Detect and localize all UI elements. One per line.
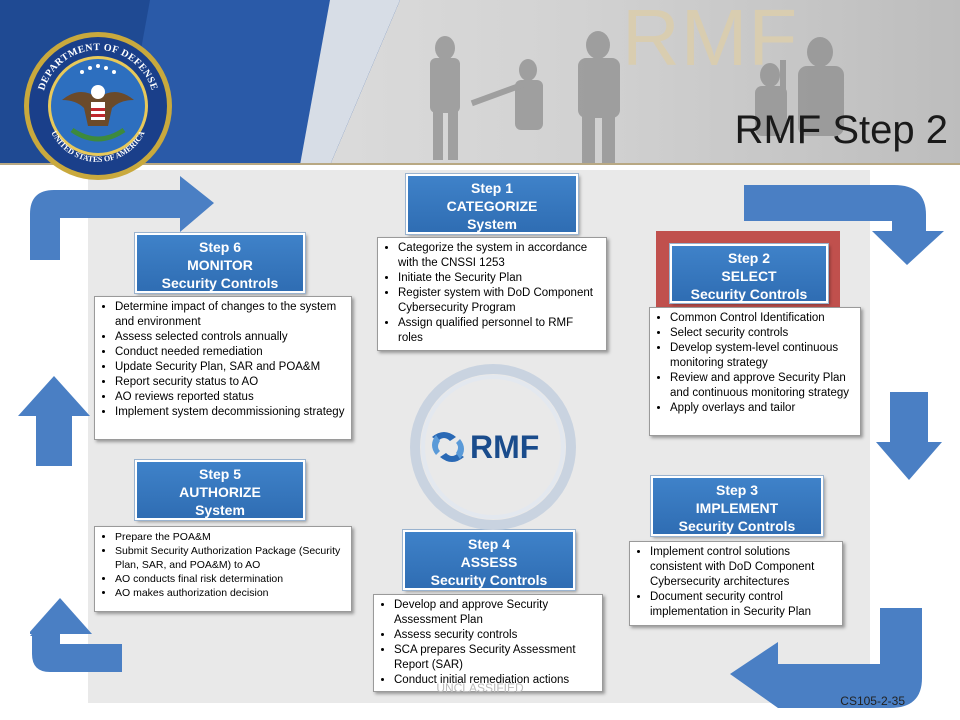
- step4-number: Step 4: [467, 536, 510, 552]
- step2-title: SELECT: [721, 268, 777, 284]
- step5-bullets: Prepare the POA&M Submit Security Author…: [94, 526, 352, 612]
- step5-bullet: Submit Security Authorization Package (S…: [115, 544, 346, 572]
- step2-subtitle: Security Controls: [690, 286, 808, 302]
- step4-header[interactable]: Step 4 ASSESS Security Controls: [403, 530, 575, 590]
- step1-bullet: Initiate the Security Plan: [398, 271, 601, 286]
- step5-bullet: Prepare the POA&M: [115, 530, 346, 544]
- step3-bullet: Implement control solutions consistent w…: [650, 545, 837, 590]
- step6-bullet: Conduct needed remediation: [115, 345, 346, 360]
- step4-bullet: Develop and approve Security Assessment …: [394, 598, 597, 628]
- header-banner: RMF RMF Step 2: [0, 0, 960, 165]
- step2-bullet: Develop system-level continuous monitori…: [670, 341, 855, 371]
- slide-title: RMF Step 2: [734, 108, 948, 152]
- step1-bullet: Register system with DoD Component Cyber…: [398, 286, 601, 316]
- step3-header[interactable]: Step 3 IMPLEMENT Security Controls: [651, 476, 823, 536]
- step1-bullets: Categorize the system in accordance with…: [377, 237, 607, 351]
- step6-bullet: Report security status to AO: [115, 375, 346, 390]
- step2-number: Step 2: [727, 250, 770, 266]
- step6-bullet: Assess selected controls annually: [115, 330, 346, 345]
- arrow-top-left-curved-icon: [30, 176, 214, 260]
- step3-number: Step 3: [715, 482, 758, 498]
- step1-header[interactable]: Step 1 CATEGORIZE System: [406, 174, 578, 234]
- arrow-top-right-curved-icon: [744, 185, 944, 265]
- banner-background: [0, 0, 960, 165]
- step5-header[interactable]: Step 5 AUTHORIZE System: [135, 460, 305, 520]
- step5-subtitle: System: [195, 502, 245, 518]
- step4-bullet: Assess security controls: [394, 628, 597, 643]
- step4-bullet: Conduct initial remediation actions: [394, 673, 597, 688]
- step3-bullet: Document security control implementation…: [650, 590, 837, 620]
- step5-title: AUTHORIZE: [179, 484, 261, 500]
- step5-bullet: AO makes authorization decision: [115, 586, 346, 600]
- arrow-left-up-icon: [18, 376, 90, 466]
- step6-bullet: Implement system decommissioning strateg…: [115, 405, 346, 420]
- step6-bullet: Update Security Plan, SAR and POA&M: [115, 360, 346, 375]
- step2-bullet: Select security controls: [670, 326, 855, 341]
- step6-subtitle: Security Controls: [161, 275, 279, 291]
- classification-label: UNCLASSIFIED: [436, 681, 524, 695]
- step3-bullets: Implement control solutions consistent w…: [629, 541, 843, 626]
- step4-title: ASSESS: [460, 554, 518, 570]
- step6-bullets: Determine impact of changes to the syste…: [94, 296, 352, 440]
- step6-header[interactable]: Step 6 MONITOR Security Controls: [135, 233, 305, 293]
- step3-title: IMPLEMENT: [695, 500, 779, 516]
- rmf-watermark: RMF: [622, 0, 799, 82]
- step4-bullets: Develop and approve Security Assessment …: [373, 594, 603, 692]
- step6-bullet: AO reviews reported status: [115, 390, 346, 405]
- step1-subtitle: System: [467, 216, 517, 232]
- dod-seal-icon: DEPARTMENT OF DEFENSE UNITED STATES OF A…: [24, 32, 172, 180]
- step2-bullet: Apply overlays and tailor: [670, 401, 855, 416]
- step6-title: MONITOR: [187, 257, 253, 273]
- step5-number: Step 5: [198, 466, 241, 482]
- rmf-logo-text: RMF: [470, 429, 539, 465]
- arrow-right-down-icon: [876, 392, 942, 480]
- arrow-bottom-left-curved-icon: [30, 598, 122, 672]
- step2-bullets: Common Control Identification Select sec…: [649, 307, 861, 436]
- step1-title: CATEGORIZE: [446, 198, 538, 214]
- step2-bullet: Common Control Identification: [670, 311, 855, 326]
- step2-header[interactable]: Step 2 SELECT Security Controls: [670, 244, 828, 303]
- step4-bullet: SCA prepares Security Assessment Report …: [394, 643, 597, 673]
- arrow-bottom-right-curved-icon: [730, 608, 922, 708]
- step3-subtitle: Security Controls: [678, 518, 796, 534]
- step2-bullet: Review and approve Security Plan and con…: [670, 371, 855, 401]
- step1-bullet: Assign qualified personnel to RMF roles: [398, 316, 601, 346]
- step4-subtitle: Security Controls: [430, 572, 548, 588]
- step6-number: Step 6: [198, 239, 241, 255]
- header-divider: [0, 163, 960, 165]
- slide-code: CS105-2-35: [840, 694, 905, 708]
- step6-bullet: Determine impact of changes to the syste…: [115, 300, 346, 330]
- rmf-logo-icon: RMF: [410, 364, 576, 530]
- step1-bullet: Categorize the system in accordance with…: [398, 241, 601, 271]
- step1-number: Step 1: [470, 180, 513, 196]
- step5-bullet: AO conducts final risk determination: [115, 572, 346, 586]
